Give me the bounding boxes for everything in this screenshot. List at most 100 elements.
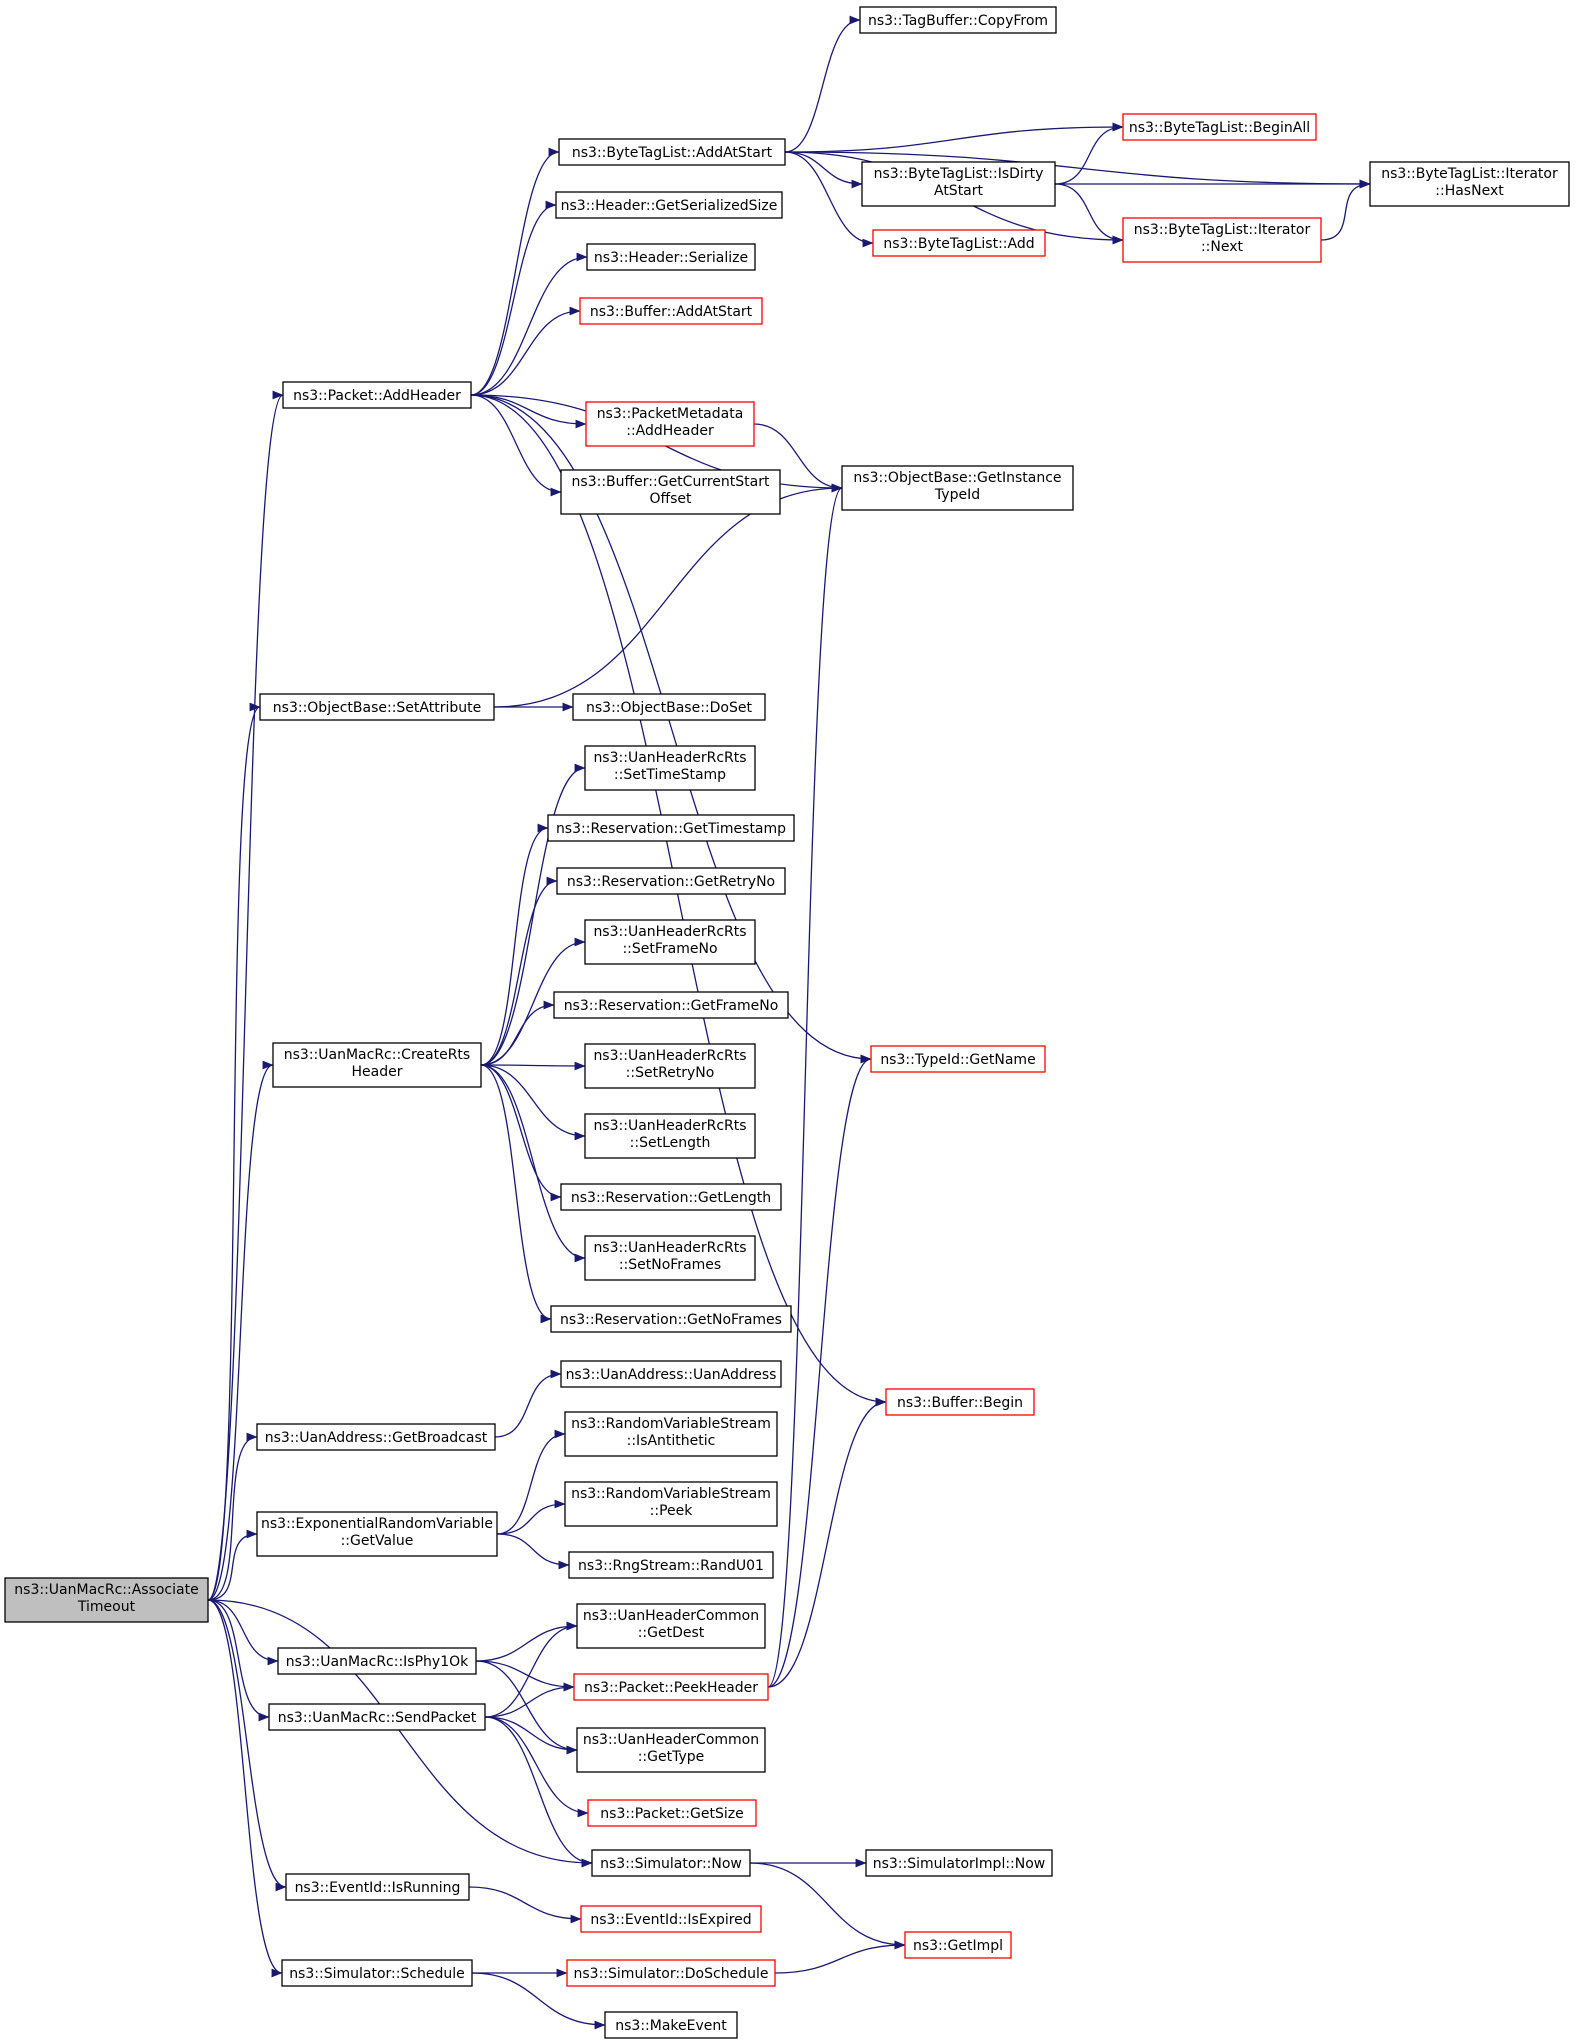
node-label: ns3::TypeId::GetName	[880, 1052, 1035, 1068]
node-box	[872, 229, 1046, 257]
node-randu01[interactable]: ns3::RngStream::RandU01	[568, 1551, 774, 1579]
node-res-getretryno[interactable]: ns3::Reservation::GetRetryNo	[556, 867, 786, 895]
edge	[470, 306, 581, 396]
node-box	[556, 867, 786, 895]
node-uanaddress-ctor[interactable]: ns3::UanAddress::UanAddress	[560, 1360, 782, 1388]
node-box	[584, 1043, 756, 1089]
node-label: AtStart	[934, 183, 984, 199]
edge-associate-to-isrunning	[207, 1599, 287, 1892]
node-serialize[interactable]: ns3::Header::Serialize	[586, 243, 756, 271]
node-common-getdest[interactable]: ns3::UanHeaderCommon::GetDest	[576, 1603, 766, 1649]
edge-addheader-to-pm-addheader	[470, 394, 587, 429]
node-rts-setlength[interactable]: ns3::UanHeaderRcRts::SetLength	[584, 1113, 756, 1159]
node-setattribute[interactable]: ns3::ObjectBase::SetAttribute	[259, 693, 495, 721]
node-label: Timeout	[77, 1599, 136, 1615]
node-btl-addatstart[interactable]: ns3::ByteTagList::AddAtStart	[558, 138, 786, 166]
node-box	[584, 1235, 756, 1281]
edge-addheader-to-serialize	[470, 252, 588, 396]
node-doset[interactable]: ns3::ObjectBase::DoSet	[572, 693, 766, 721]
node-box	[285, 1873, 470, 1901]
node-btl-add[interactable]: ns3::ByteTagList::Add	[872, 229, 1046, 257]
node-buffer-begin[interactable]: ns3::Buffer::Begin	[885, 1388, 1035, 1416]
node-makeevent[interactable]: ns3::MakeEvent	[604, 2011, 738, 2039]
node-box	[1369, 161, 1570, 207]
node-box	[566, 1959, 776, 1987]
node-isexpired[interactable]: ns3::EventId::IsExpired	[580, 1905, 762, 1933]
node-btl-iter-hasnext[interactable]: ns3::ByteTagList::Iterator::HasNext	[1369, 161, 1570, 207]
node-getserializedsize[interactable]: ns3::Header::GetSerializedSize	[555, 191, 783, 219]
edge-peekheader-to-typeid-getname	[767, 1054, 872, 1688]
edge	[207, 1529, 258, 1601]
node-rvs-peek[interactable]: ns3::RandomVariableStream::Peek	[564, 1481, 778, 1527]
node-box	[861, 161, 1056, 207]
node-doschedule[interactable]: ns3::Simulator::DoSchedule	[566, 1959, 776, 1987]
edge	[480, 876, 558, 1066]
node-box	[584, 1113, 756, 1159]
node-btl-iter-next[interactable]: ns3::ByteTagList::Iterator::Next	[1122, 217, 1322, 263]
node-res-getlength[interactable]: ns3::Reservation::GetLength	[560, 1183, 782, 1211]
edge	[767, 1397, 887, 1688]
node-box	[555, 191, 783, 219]
node-isrunning[interactable]: ns3::EventId::IsRunning	[285, 1873, 470, 1901]
node-box	[268, 1703, 486, 1731]
node-sendpacket[interactable]: ns3::UanMacRc::SendPacket	[268, 1703, 486, 1731]
node-tagbuffer-copyfrom[interactable]: ns3::TagBuffer::CopyFrom	[859, 6, 1057, 34]
edge	[496, 1429, 566, 1535]
node-label: Header	[352, 1064, 403, 1080]
edge	[480, 1064, 586, 1263]
edge-associate-to-exp-getvalue	[207, 1529, 258, 1601]
node-typeid-getname[interactable]: ns3::TypeId::GetName	[870, 1045, 1046, 1073]
edge-setattribute-to-getinstancetypeid	[493, 483, 843, 708]
edge	[480, 1064, 562, 1202]
node-simulatorimpl-now[interactable]: ns3::SimulatorImpl::Now	[865, 1849, 1053, 1877]
node-packet-getsize[interactable]: ns3::Packet::GetSize	[587, 1799, 757, 1827]
node-common-gettype[interactable]: ns3::UanHeaderCommon::GetType	[576, 1727, 766, 1773]
node-res-getnoframes[interactable]: ns3::Reservation::GetNoFrames	[550, 1305, 792, 1333]
edge	[484, 1621, 578, 1718]
node-rts-setnoframes[interactable]: ns3::UanHeaderRcRts::SetNoFrames	[584, 1235, 756, 1281]
edge	[1054, 122, 1124, 185]
node-exp-getvalue[interactable]: ns3::ExponentialRandomVariable::GetValue	[256, 1511, 498, 1557]
node-schedule[interactable]: ns3::Simulator::Schedule	[281, 1959, 473, 1987]
node-label: ns3::Reservation::GetLength	[571, 1190, 771, 1206]
node-box	[841, 465, 1074, 511]
node-getimpl[interactable]: ns3::GetImpl	[904, 1931, 1012, 1959]
node-peekheader[interactable]: ns3::Packet::PeekHeader	[573, 1673, 769, 1701]
node-label: ::HasNext	[1435, 183, 1504, 199]
node-label: ::GetDest	[638, 1625, 705, 1641]
node-addheader[interactable]: ns3::Packet::AddHeader	[282, 381, 472, 409]
node-simulator-now[interactable]: ns3::Simulator::Now	[591, 1849, 751, 1877]
edge	[480, 1064, 552, 1324]
node-res-gettimestamp[interactable]: ns3::Reservation::GetTimestamp	[547, 814, 795, 842]
node-rvs-isantithetic[interactable]: ns3::RandomVariableStream::IsAntithetic	[564, 1411, 778, 1457]
node-box	[564, 1411, 778, 1457]
node-getbroadcast[interactable]: ns3::UanAddress::GetBroadcast	[256, 1423, 496, 1451]
node-rts-setretryno[interactable]: ns3::UanHeaderRcRts::SetRetryNo	[584, 1043, 756, 1089]
node-rts-setframeno[interactable]: ns3::UanHeaderRcRts::SetFrameNo	[584, 919, 756, 965]
node-label: ns3::SimulatorImpl::Now	[873, 1856, 1046, 1872]
edge	[484, 1682, 575, 1718]
edge-creatertsheader-to-rts-setnoframes	[480, 1064, 586, 1263]
node-res-getframeno[interactable]: ns3::Reservation::GetFrameNo	[553, 991, 789, 1019]
node-isphy1ok[interactable]: ns3::UanMacRc::IsPhy1Ok	[277, 1647, 477, 1675]
node-pm-addheader[interactable]: ns3::PacketMetadata::AddHeader	[585, 401, 755, 447]
node-box	[550, 1305, 792, 1333]
node-label: ::Next	[1201, 239, 1244, 255]
node-box	[1122, 113, 1317, 141]
node-btl-beginall[interactable]: ns3::ByteTagList::BeginAll	[1122, 113, 1317, 141]
node-label: ::AddHeader	[626, 423, 714, 439]
node-label: ::SetFrameNo	[622, 941, 717, 957]
node-label: ns3::UanMacRc::SendPacket	[278, 1710, 477, 1726]
edge	[480, 823, 549, 1066]
node-buffer-addatstart[interactable]: ns3::Buffer::AddAtStart	[579, 297, 763, 325]
nodes-layer: ns3::UanMacRc::AssociateTimeoutns3::Pack…	[4, 6, 1570, 2039]
edge-doschedule-to-getimpl	[774, 1940, 906, 1974]
node-box	[584, 745, 756, 791]
node-rts-settimestamp[interactable]: ns3::UanHeaderRcRts::SetTimeStamp	[584, 745, 756, 791]
